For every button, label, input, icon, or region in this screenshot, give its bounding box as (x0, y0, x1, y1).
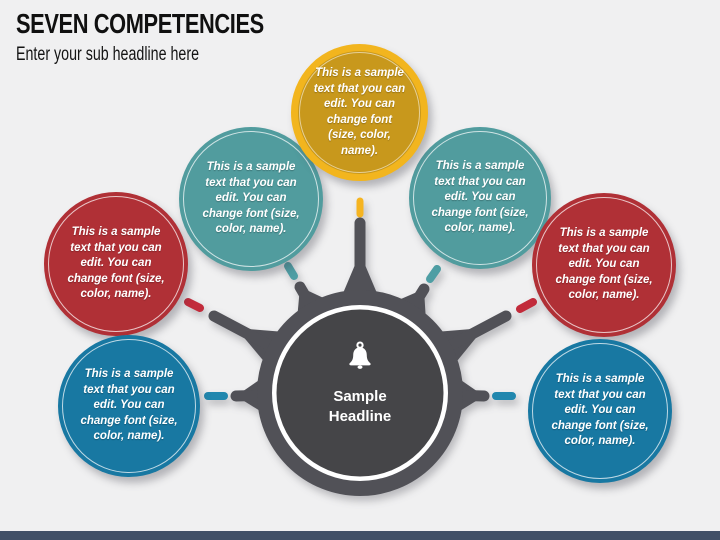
hub-white-ring (272, 305, 448, 481)
competency-text: This is a sample text that you can edit.… (555, 227, 653, 302)
hub-inner-circle (276, 309, 444, 477)
sub-headline: Enter your sub headline here (16, 44, 199, 65)
competency-text: This is a sample text that you can edit.… (431, 160, 529, 235)
footer-bar (0, 531, 720, 540)
competency-node-mid-left: This is a sample text that you can edit.… (44, 192, 188, 336)
hub-content: Sample Headline (300, 341, 420, 427)
competency-node-mid-right: This is a sample text that you can edit.… (532, 193, 676, 337)
hub-outer-ring (257, 290, 463, 496)
hub-headline: Sample Headline (328, 388, 392, 425)
connector-dashes (184, 197, 537, 400)
competency-text: This is a sample text that you can edit.… (80, 368, 178, 443)
connector-dash-mid-right (516, 298, 537, 313)
competency-node-upper-left: This is a sample text that you can edit.… (179, 127, 323, 271)
competency-node-top: This is a sample text that you can edit.… (291, 44, 428, 181)
competency-node-lower-right: This is a sample text that you can edit.… (528, 339, 672, 483)
competency-node-lower-left: This is a sample text that you can edit.… (58, 335, 200, 477)
competency-node-upper-right: This is a sample text that you can edit.… (409, 127, 551, 269)
connector-dash-upper-left (284, 262, 298, 280)
competency-text: This is a sample text that you can edit.… (551, 373, 649, 448)
connector-dash-upper-right (426, 265, 441, 283)
bell-icon (349, 341, 371, 369)
competency-text: This is a sample text that you can edit.… (313, 67, 406, 157)
connector-dash-mid-left (184, 298, 204, 312)
page-title: SEVEN COMPETENCIES (16, 8, 264, 39)
competency-text: This is a sample text that you can edit.… (67, 226, 165, 301)
competency-text: This is a sample text that you can edit.… (202, 161, 300, 236)
